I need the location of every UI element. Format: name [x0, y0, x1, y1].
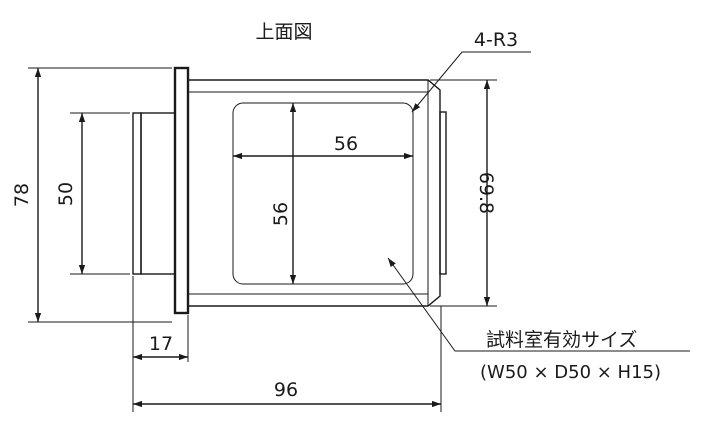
inner-depth-label: 56 — [270, 202, 292, 226]
corner-radius-leader — [411, 51, 531, 113]
corner-radius-label: 4-R3 — [474, 29, 518, 51]
stem-height-label: 50 — [55, 182, 77, 206]
overall-length-label: 96 — [274, 379, 298, 401]
outer-height-label: 78 — [11, 183, 33, 207]
main-body — [187, 79, 447, 307]
chamber-leader — [387, 257, 484, 352]
stem-outline — [132, 112, 176, 275]
chamber-label: 試料室有効サイズ — [486, 329, 637, 351]
inner-width-label: 56 — [334, 133, 358, 155]
drawing-title: 上面図 — [255, 21, 312, 43]
flange-offset-label: 17 — [149, 333, 173, 355]
body-height-label: 69.8 — [475, 172, 497, 214]
sample-chamber-area — [232, 102, 414, 285]
flange-plate — [173, 66, 190, 315]
extension-lines — [28, 67, 497, 412]
chamber-size-label: (W50 × D50 × H15) — [480, 362, 661, 383]
